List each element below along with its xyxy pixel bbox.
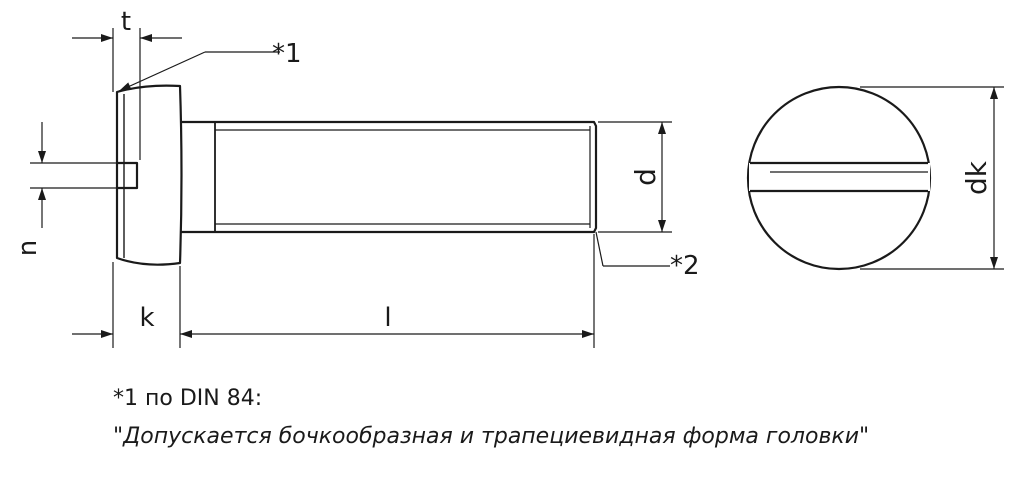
dimension-n bbox=[30, 122, 117, 228]
screw-side-view bbox=[115, 84, 598, 266]
screw-head-outline bbox=[115, 84, 183, 266]
dimension-t bbox=[72, 28, 182, 160]
end-view-slot bbox=[749, 163, 930, 191]
dimension-label-l: l bbox=[384, 303, 391, 333]
footnote-line-1: *1 по DIN 84: bbox=[113, 386, 263, 411]
dimension-d bbox=[598, 121, 672, 233]
screw-shank-outline bbox=[180, 120, 598, 234]
dimension-label-k: k bbox=[139, 303, 154, 333]
screw-end-view bbox=[746, 85, 932, 271]
dimension-k-l bbox=[72, 234, 595, 348]
dimension-label-n: n bbox=[13, 240, 43, 256]
dimension-label-t: t bbox=[121, 7, 131, 37]
note-marker-1: *1 bbox=[272, 39, 302, 69]
footnote-line-2: "Допускается бочкообразная и трапециевид… bbox=[113, 424, 870, 449]
note-marker-2: *2 bbox=[670, 251, 700, 281]
leader-note-1 bbox=[118, 51, 280, 92]
dimension-dk bbox=[860, 86, 1004, 270]
head-slot bbox=[117, 161, 139, 190]
dimension-label-dk: dk bbox=[960, 160, 993, 195]
dimension-label-d: d bbox=[629, 168, 662, 186]
leader-note-2 bbox=[595, 231, 670, 267]
